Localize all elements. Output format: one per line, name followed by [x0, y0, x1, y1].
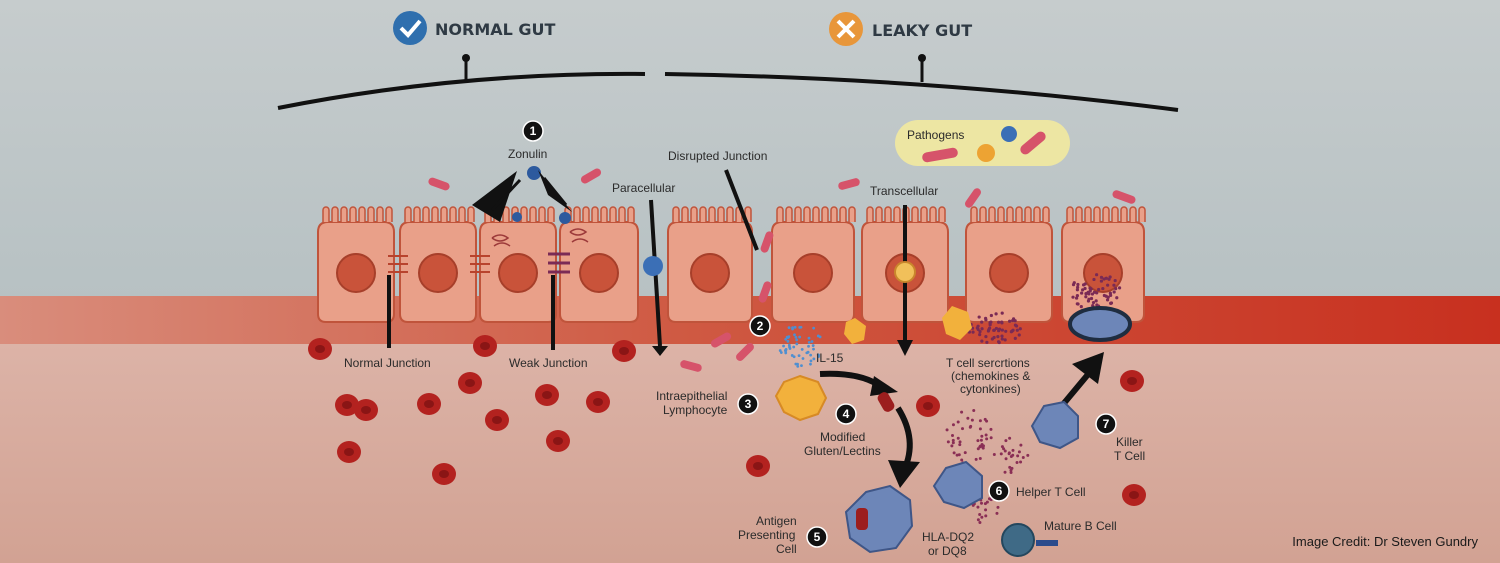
antigen-label-3: Cell: [776, 542, 797, 556]
intraepithelial-label-1: Intraepithelial: [656, 389, 727, 403]
step-number: 6: [996, 484, 1003, 498]
il15-label: IL-15: [816, 351, 844, 365]
epithelial-cell: [479, 206, 557, 323]
step-marker: 1: [522, 120, 544, 142]
mature-b-cell: [1001, 523, 1058, 557]
step-marker: 6: [988, 480, 1010, 502]
hla-label-2: or DQ8: [928, 544, 967, 558]
lamina-propria: [0, 344, 1500, 563]
epithelial-cell: [559, 206, 639, 323]
modified-label-1: Modified: [820, 430, 865, 444]
epithelial-cell: [317, 206, 395, 323]
epithelial-cell: [1061, 206, 1146, 323]
antigen-label-1: Antigen: [756, 514, 797, 528]
lumen-bacteria: [428, 168, 1136, 372]
leaky-gut-header: LEAKY GUT: [829, 12, 972, 46]
junction-markers: [388, 228, 589, 274]
step-markers: 1 2 3 4 5 6 7: [522, 120, 1117, 548]
step-number: 2: [757, 319, 764, 333]
paracellular-label: Paracellular: [612, 181, 675, 195]
intraepithelial-lymphocyte: [774, 374, 828, 422]
modified-gluten: [877, 392, 895, 412]
step-number: 7: [1103, 417, 1110, 431]
antigen-presenting-cell: [844, 484, 914, 554]
step-marker: 3: [737, 393, 759, 415]
labels: Zonulin Disrupted Junction Paracellular …: [344, 147, 1145, 558]
epithelial-cell: [667, 206, 753, 323]
hla-label-1: HLA-DQ2: [922, 530, 974, 544]
pathogens-box: Pathogens: [895, 120, 1070, 166]
pathogens-label: Pathogens: [907, 128, 964, 142]
transcellular-label: Transcellular: [870, 184, 938, 198]
killer-t-cell: [1030, 400, 1079, 450]
epithelial-cell: [771, 206, 856, 323]
killer-label-1: Killer: [1116, 435, 1143, 449]
step-number: 4: [843, 407, 850, 421]
step-marker: 7: [1095, 413, 1117, 435]
leaky-gut-title: LEAKY GUT: [872, 21, 972, 40]
tcell-label-3: cytonkines): [960, 382, 1021, 396]
intraepithelial-label-2: Lymphocyte: [663, 403, 728, 417]
normal-gut-title: NORMAL GUT: [435, 20, 556, 39]
tcell-label-2: (chemokines &: [951, 369, 1030, 383]
zonulin-molecules: [472, 166, 572, 224]
red-blood-cells: [308, 335, 1146, 506]
header-brackets: [277, 54, 1179, 112]
secretion-particles: [778, 273, 1122, 524]
helper-t-cell: [932, 460, 983, 510]
step-number: 5: [814, 530, 821, 544]
epithelial-cell: [965, 206, 1053, 323]
normal-junction-label: Normal Junction: [344, 356, 431, 370]
activated-killer-t-at-membrane: [1068, 306, 1132, 342]
immune-cells: [774, 306, 1132, 557]
helper-t-label: Helper T Cell: [1016, 485, 1086, 499]
il15-cell: [844, 306, 972, 344]
step-number: 1: [530, 124, 537, 138]
epithelial-cell: [399, 206, 477, 323]
pointer-lines: [387, 169, 907, 350]
check-icon: [393, 11, 427, 45]
antigen-label-2: Presenting: [738, 528, 795, 542]
disrupted-junction-label: Disrupted Junction: [668, 149, 767, 163]
modified-label-2: Gluten/Lectins: [804, 444, 881, 458]
weak-junction-label: Weak Junction: [509, 356, 588, 370]
mature-b-label: Mature B Cell: [1044, 519, 1117, 533]
step-marker: 2: [749, 315, 771, 337]
transcellular-passage: [643, 256, 916, 283]
tcell-label-1: T cell sercrtions: [946, 356, 1030, 370]
normal-gut-header: NORMAL GUT: [393, 11, 556, 45]
step-number: 3: [745, 397, 752, 411]
step-marker: 4: [835, 403, 857, 425]
killer-label-2: T Cell: [1114, 449, 1145, 463]
zonulin-label: Zonulin: [508, 147, 547, 161]
epithelial-cells: [317, 206, 1146, 323]
image-credit: Image Credit: Dr Steven Gundry: [1292, 534, 1478, 549]
step-marker: 5: [806, 526, 828, 548]
